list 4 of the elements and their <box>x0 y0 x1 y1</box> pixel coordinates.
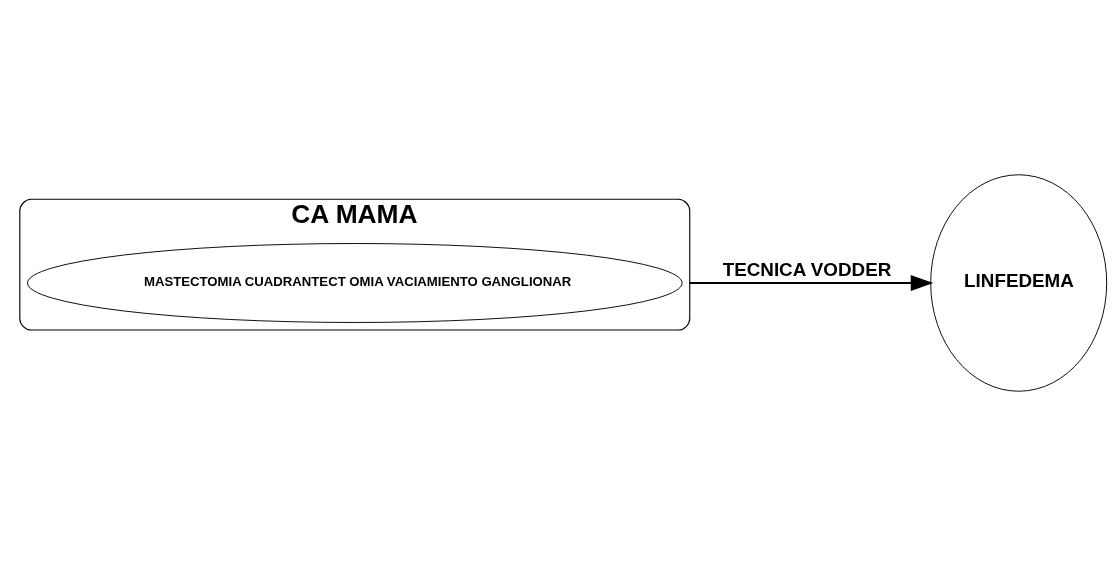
edge-label: TECNICA VODDER <box>722 258 892 280</box>
node-ellipse: MASTECTOMIA CUADRANTECT OMIA VACIAMIENTO GANGLIONAR <box>27 242 683 323</box>
arrow <box>688 274 934 291</box>
node-ellipse: LINFEDEMA <box>930 173 1108 392</box>
